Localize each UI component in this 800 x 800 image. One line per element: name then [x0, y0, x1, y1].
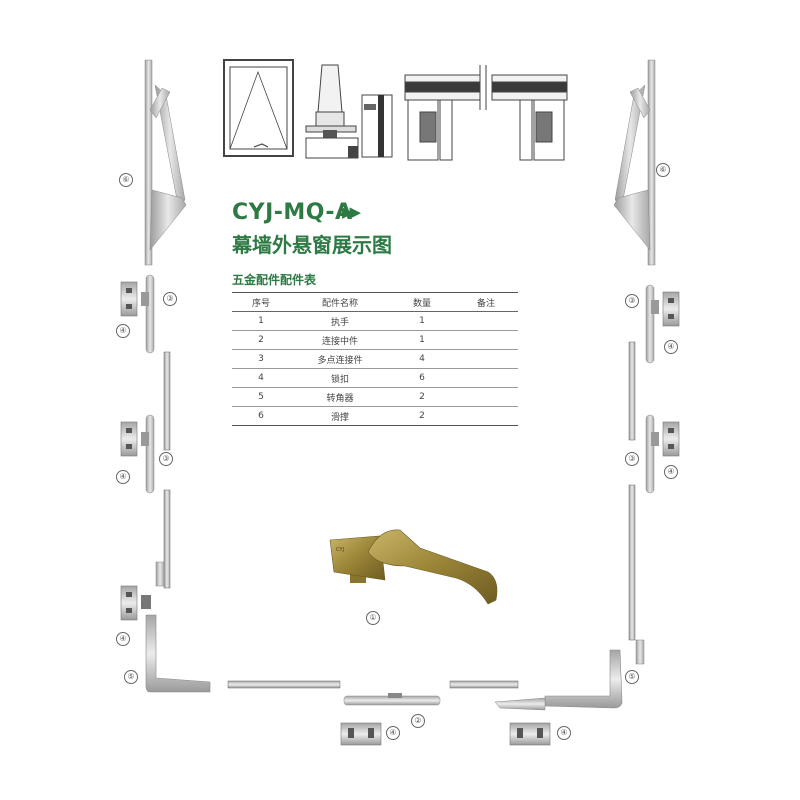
callout-keeper-left-3: ④	[116, 632, 130, 646]
product-code: CYJ-MQ-A	[232, 200, 353, 225]
friction-stay-right	[613, 59, 656, 266]
part-quantity: 1	[419, 316, 425, 326]
bolt-left-1	[141, 274, 155, 354]
part-quantity: 1	[419, 335, 425, 345]
row-number: 3	[258, 354, 264, 364]
part-note	[454, 369, 518, 388]
part-quantity: 2	[419, 392, 425, 402]
part-name: 连接中件	[321, 336, 358, 347]
corner-drive-left	[141, 561, 211, 693]
callout-multipoint-right-2: ③	[625, 452, 639, 466]
section-drawing-vertical	[305, 64, 393, 159]
part-note	[454, 312, 518, 331]
rod-group-right	[628, 341, 636, 641]
part-note	[454, 331, 518, 350]
parts-table: 序号 配件名称 数量 备注 1 执手 1 2 连接中件 1 3 多点连接件 4 4 锁扣 6 5…	[232, 292, 518, 426]
bolt-group-right	[645, 284, 659, 494]
title-arrow-icon: ▶▶	[342, 203, 361, 221]
callout-keeper-bottom-left: ④	[386, 726, 400, 740]
callout-multipoint-left-1: ③	[163, 292, 177, 306]
part-quantity: 2	[419, 411, 425, 421]
callout-connector: ②	[411, 714, 425, 728]
rod-group-left	[163, 351, 171, 589]
part-name: 执手	[330, 317, 349, 328]
connector-middle	[343, 693, 441, 706]
keeper-right-1	[662, 291, 680, 327]
bolt-right-2	[645, 414, 659, 494]
callout-keeper-right-1: ④	[664, 340, 678, 354]
table-row: 3 多点连接件 4	[232, 350, 518, 369]
row-number: 2	[258, 335, 264, 345]
part-name: 滑撑	[330, 412, 349, 423]
callout-keeper-right-2: ④	[664, 465, 678, 479]
window-handle: CYJ	[329, 529, 498, 605]
section-drawing-horizontal-right	[491, 74, 568, 161]
callout-corner-left: ⑤	[124, 670, 138, 684]
callout-corner-right: ⑤	[625, 670, 639, 684]
column-header: 序号	[251, 298, 270, 309]
column-header: 备注	[476, 298, 495, 309]
parts-table-title: 五金配件配件表	[232, 273, 317, 287]
keeper-bottom-right	[509, 722, 551, 746]
callout-stay-left: ⑥	[119, 173, 133, 187]
part-quantity: 6	[419, 373, 425, 383]
section-drawing-horizontal-left	[404, 65, 487, 161]
row-number: 6	[258, 411, 264, 421]
callout-keeper-left-1: ④	[116, 324, 130, 338]
table-row: 5 转角器 2	[232, 388, 518, 407]
keeper-bottom-left	[340, 722, 382, 746]
callout-handle: ①	[366, 611, 380, 625]
table-row: 1 执手 1	[232, 312, 518, 331]
part-quantity: 4	[419, 354, 425, 364]
part-note	[454, 407, 518, 426]
callout-keeper-left-2: ④	[116, 470, 130, 484]
keeper-group-right	[662, 291, 680, 457]
callout-keeper-bottom-right: ④	[557, 726, 571, 740]
handle-badge: CYJ	[336, 547, 344, 553]
keeper-left-2	[120, 421, 138, 457]
diagram-title: 幕墙外悬窗展示图	[232, 233, 392, 257]
bolt-left-2	[141, 414, 155, 494]
row-number: 4	[258, 373, 264, 383]
callout-stay-right: ⑥	[656, 163, 670, 177]
table-row: 2 连接中件 1	[232, 331, 518, 350]
column-header: 配件名称	[321, 298, 358, 309]
keeper-left-1	[120, 281, 138, 317]
corner-drive-right	[494, 639, 645, 711]
part-name: 锁扣	[330, 374, 349, 385]
column-header: 数量	[412, 298, 431, 309]
window-elevation-drawing	[223, 59, 294, 157]
bottom-rods	[227, 680, 519, 689]
bolt-right-1	[645, 284, 659, 364]
table-row: 6 滑撑 2	[232, 407, 518, 426]
friction-stay-left	[144, 59, 187, 266]
part-note	[454, 388, 518, 407]
row-number: 5	[258, 392, 264, 402]
table-header-row: 序号 配件名称 数量 备注	[232, 292, 518, 312]
table-row: 4 锁扣 6	[232, 369, 518, 388]
bolt-group-left	[141, 274, 155, 494]
part-name: 转角器	[326, 393, 354, 404]
callout-multipoint-left-2: ③	[159, 452, 173, 466]
part-note	[454, 350, 518, 369]
part-name: 多点连接件	[317, 355, 363, 366]
callout-multipoint-right-1: ③	[625, 294, 639, 308]
keeper-right-2	[662, 421, 680, 457]
keeper-group-left	[120, 281, 138, 621]
row-number: 1	[258, 316, 264, 326]
keeper-left-3	[120, 585, 138, 621]
